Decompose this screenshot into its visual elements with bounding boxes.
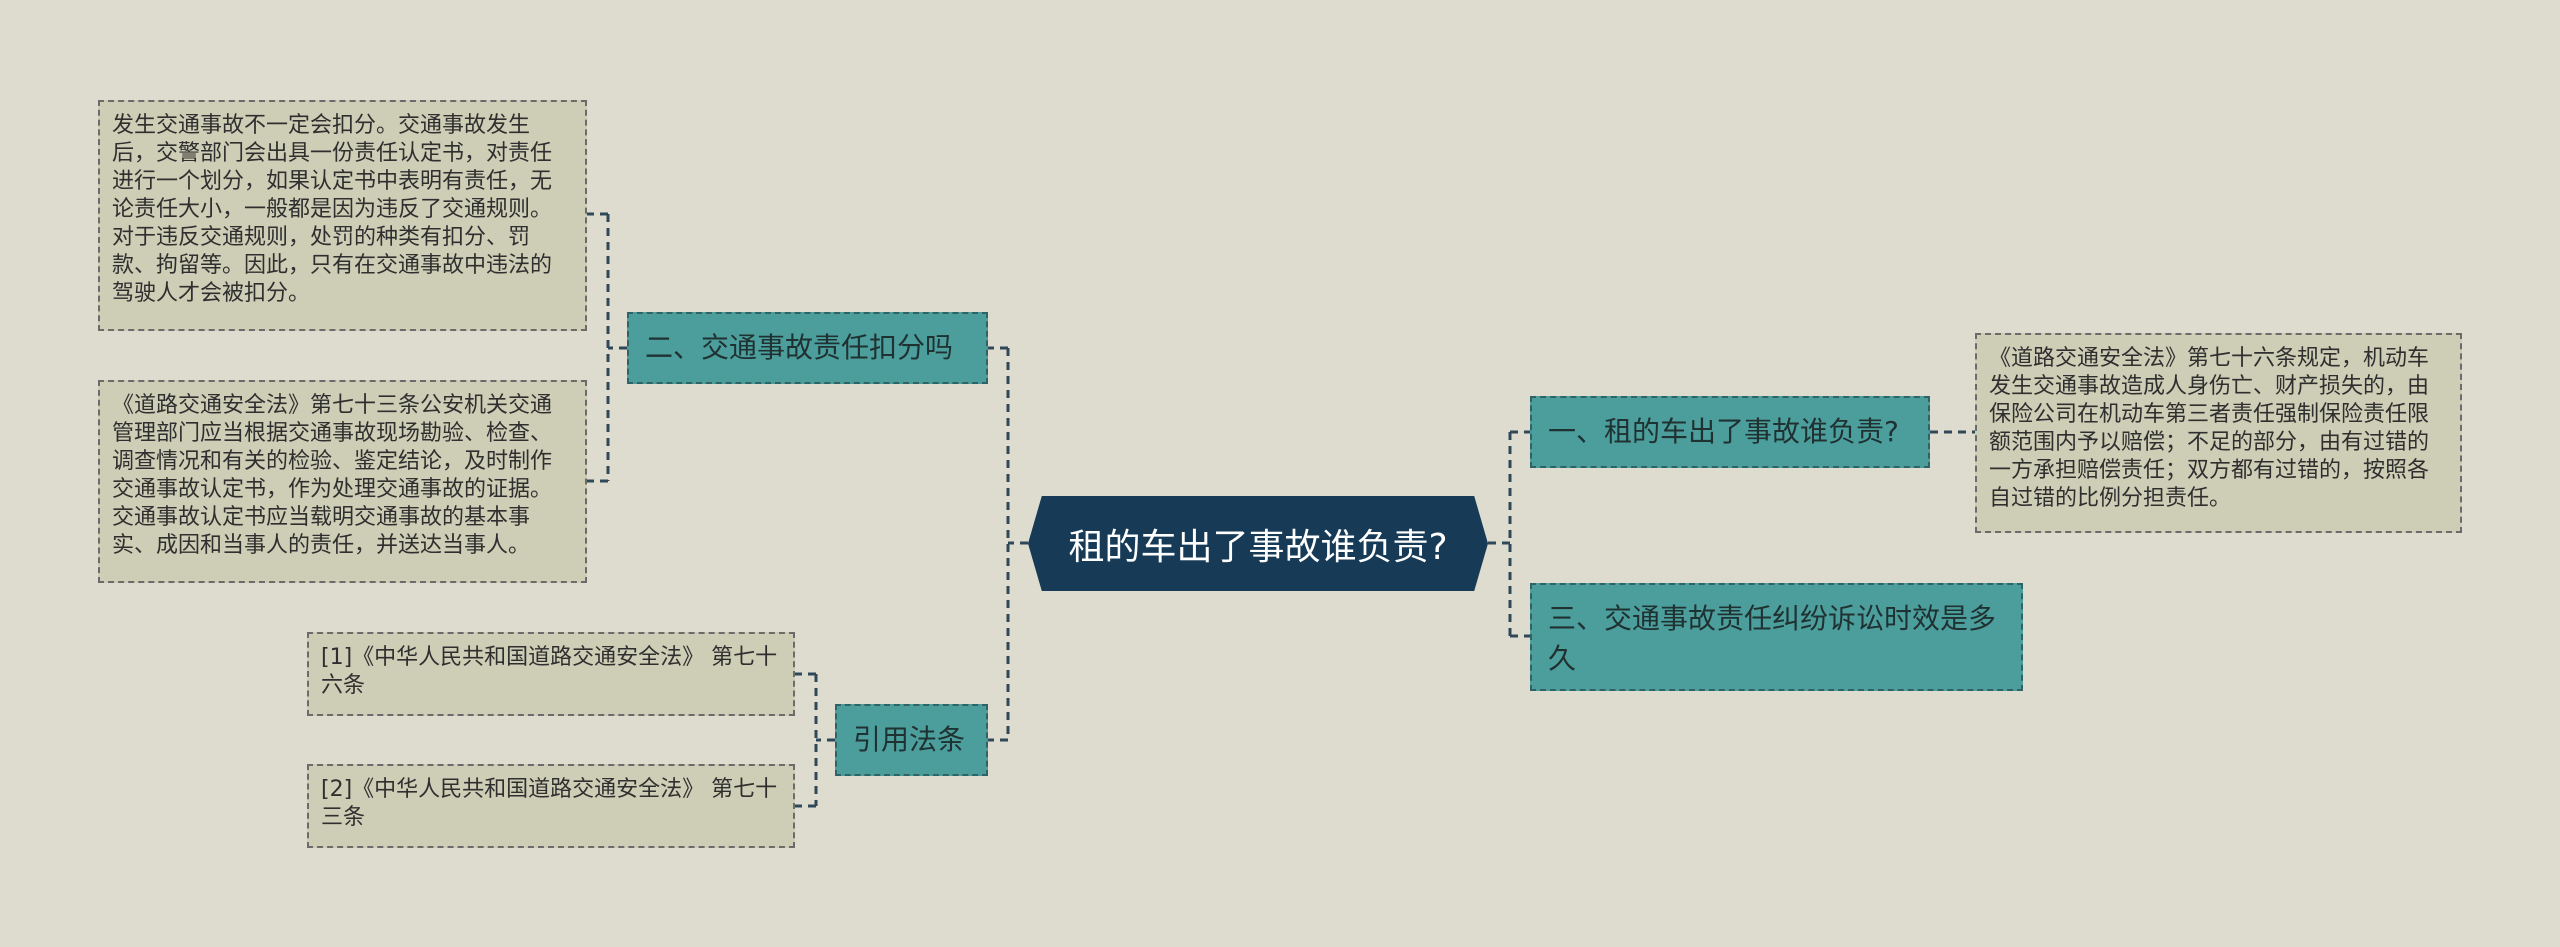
branch-topic-cited-laws[interactable]: 引用法条 <box>835 704 988 776</box>
branch-topic-cited-laws-label: 引用法条 <box>853 723 966 756</box>
detail-note-penalty-points-text: 发生交通事故不一定会扣分。交通事故发生后，交警部门会出具一份责任认定书，对责任进… <box>112 113 553 306</box>
branch-topic-responsibility[interactable]: 一、租的车出了事故谁负责? <box>1530 396 1930 468</box>
citation-item-2-text: [2]《中华人民共和国道路交通安全法》 第七十三条 <box>321 777 778 830</box>
detail-note-article-73[interactable]: 《道路交通安全法》第七十三条公安机关交通管理部门应当根据交通事故现场勘验、检查、… <box>98 380 587 583</box>
branch-topic-statute-of-limitations[interactable]: 三、交通事故责任纠纷诉讼时效是多久 <box>1530 583 2023 691</box>
branch-topic-penalty-points[interactable]: 二、交通事故责任扣分吗 <box>627 312 988 384</box>
branch-topic-responsibility-label: 一、租的车出了事故谁负责? <box>1548 415 1899 448</box>
branch-topic-statute-of-limitations-label: 三、交通事故责任纠纷诉讼时效是多久 <box>1548 602 1997 675</box>
detail-note-penalty-points[interactable]: 发生交通事故不一定会扣分。交通事故发生后，交警部门会出具一份责任认定书，对责任进… <box>98 100 587 331</box>
detail-note-article-73-text: 《道路交通安全法》第七十三条公安机关交通管理部门应当根据交通事故现场勘验、检查、… <box>112 393 553 558</box>
root-topic-title: 租的车出了事故谁负责? <box>1068 526 1448 568</box>
connector-b2-trunk <box>606 214 627 481</box>
root-topic[interactable]: 租的车出了事故谁负责? <box>1028 496 1488 591</box>
citation-item-1[interactable]: [1]《中华人民共和国道路交通安全法》 第七十六条 <box>307 632 795 716</box>
detail-note-article-76[interactable]: 《道路交通安全法》第七十六条规定，机动车发生交通事故造成人身伤亡、财产损失的，由… <box>1975 333 2462 533</box>
branch-topic-penalty-points-label: 二、交通事故责任扣分吗 <box>645 331 954 364</box>
citation-item-1-text: [1]《中华人民共和国道路交通安全法》 第七十六条 <box>321 645 778 698</box>
citation-item-2[interactable]: [2]《中华人民共和国道路交通安全法》 第七十三条 <box>307 764 795 848</box>
detail-note-article-76-text: 《道路交通安全法》第七十六条规定，机动车发生交通事故造成人身伤亡、财产损失的，由… <box>1989 346 2430 511</box>
connector-b4-trunk <box>814 674 835 806</box>
